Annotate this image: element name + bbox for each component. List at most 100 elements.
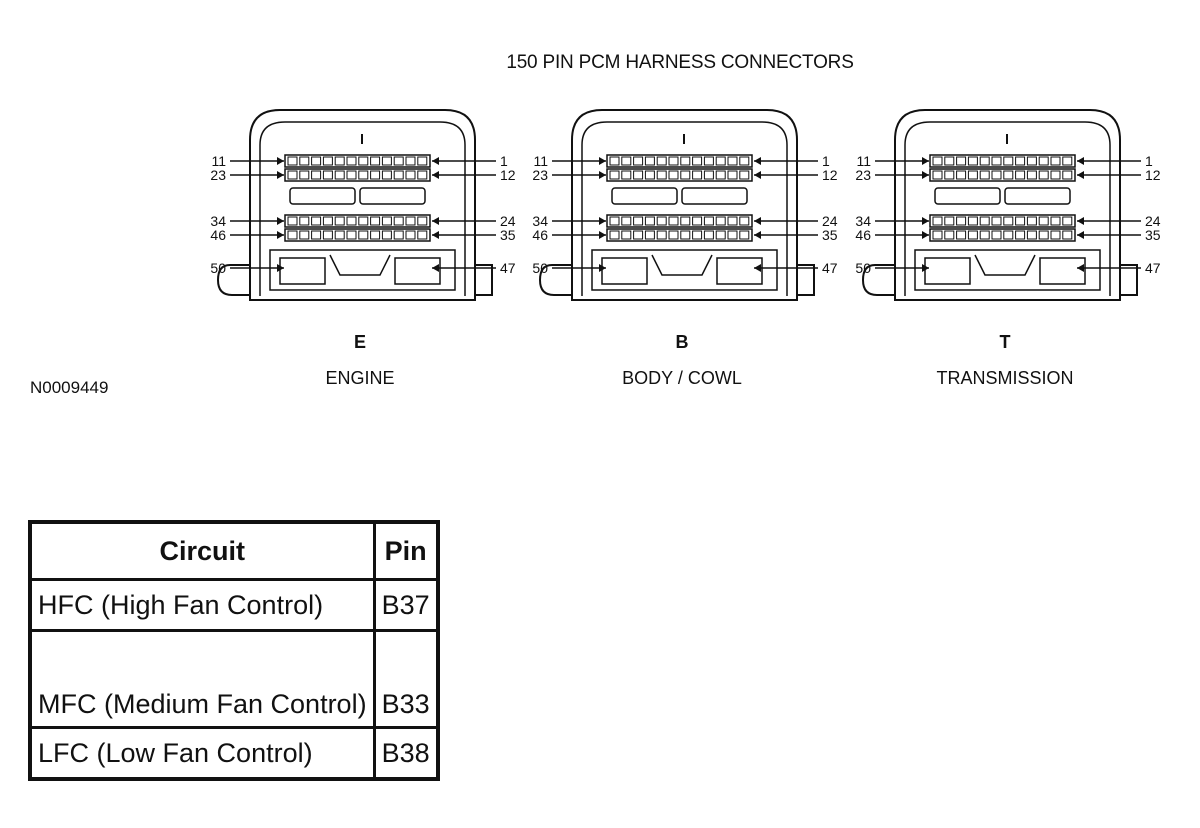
pin-number-label: 12 xyxy=(1145,167,1161,183)
pin-cavity xyxy=(609,216,620,226)
power-section xyxy=(269,249,456,291)
pin-number-label: 35 xyxy=(1145,227,1161,243)
arrowhead xyxy=(599,171,606,179)
pin-cavity xyxy=(932,216,943,226)
connector-letter: E xyxy=(353,332,366,352)
pin-number-label: 46 xyxy=(532,227,548,243)
arrowhead xyxy=(1077,217,1084,225)
pin-number-label: 1 xyxy=(500,153,508,169)
pin-cavity xyxy=(287,230,298,240)
pin-cavity xyxy=(656,170,667,180)
pin-cell: B33 xyxy=(372,629,440,729)
pin-cavity xyxy=(1003,170,1014,180)
pin-cavity xyxy=(1038,230,1049,240)
arrowhead xyxy=(432,231,439,239)
arrowhead xyxy=(432,217,439,225)
arrowhead xyxy=(1077,157,1084,165)
pin-cavity xyxy=(1050,216,1061,226)
connector-inner-wall xyxy=(259,121,466,296)
connector-shell xyxy=(894,109,1121,301)
pin-cavity xyxy=(944,156,955,166)
pin-cavity xyxy=(739,230,750,240)
pin-cavity xyxy=(358,156,369,166)
pin-cavity xyxy=(1062,230,1073,240)
pin-cavity xyxy=(1026,156,1037,166)
power-section xyxy=(914,249,1101,291)
connector-flange xyxy=(216,264,493,296)
pin-cavity xyxy=(381,156,392,166)
pin-cavity xyxy=(932,156,943,166)
power-section xyxy=(591,249,778,291)
pin-cavity xyxy=(967,170,978,180)
pin-cavity xyxy=(991,216,1002,226)
pin-cavity xyxy=(1050,230,1061,240)
pin-cavity xyxy=(405,156,416,166)
pin-cavity xyxy=(1015,216,1026,226)
pin-number-label: 35 xyxy=(822,227,838,243)
pin-number-label: 12 xyxy=(822,167,838,183)
pin-cavity xyxy=(405,216,416,226)
pin-cavity xyxy=(703,170,714,180)
pin-cavity xyxy=(609,230,620,240)
pin-cavity xyxy=(1050,170,1061,180)
pin-cavity xyxy=(979,156,990,166)
pin-number-label: 24 xyxy=(500,213,516,229)
pin-cavity xyxy=(656,216,667,226)
pin-cavity xyxy=(393,170,404,180)
pin-cavity xyxy=(703,230,714,240)
pin-cavity xyxy=(609,156,620,166)
pin-number-label: 47 xyxy=(822,260,838,276)
circuit-pin-table: Circuit Pin HFC (High Fan Control) B37 M… xyxy=(28,520,440,781)
pin-cavity xyxy=(956,156,967,166)
pin-cavity xyxy=(311,230,322,240)
pin-cavity xyxy=(739,170,750,180)
arrowhead xyxy=(599,217,606,225)
pin-cavity xyxy=(1015,156,1026,166)
pin-cavity xyxy=(393,156,404,166)
arrowhead xyxy=(922,217,929,225)
blank-slot xyxy=(359,187,426,205)
arrowhead xyxy=(754,217,761,225)
power-pin-block xyxy=(716,257,763,285)
arrowhead xyxy=(922,231,929,239)
pin-cavity xyxy=(609,170,620,180)
pin-cavity xyxy=(703,216,714,226)
arrowhead xyxy=(1077,231,1084,239)
pin-number-label: 1 xyxy=(822,153,830,169)
pin-cavity xyxy=(727,216,738,226)
pin-cavity xyxy=(668,170,679,180)
pin-cavity xyxy=(680,170,691,180)
pin-cavity xyxy=(1026,216,1037,226)
pin-cavity xyxy=(287,170,298,180)
pin-cavity xyxy=(956,216,967,226)
pin-cavity xyxy=(1003,230,1014,240)
pin-cavity xyxy=(370,216,381,226)
connector-inner-wall xyxy=(904,121,1111,296)
arrowhead xyxy=(277,157,284,165)
connector-name: TRANSMISSION xyxy=(936,368,1074,388)
pin-number-label: 24 xyxy=(1145,213,1161,229)
pin-cavity xyxy=(727,156,738,166)
power-pin-block xyxy=(924,257,971,285)
pin-cavity xyxy=(644,170,655,180)
pin-number-label: 35 xyxy=(500,227,516,243)
arrowhead xyxy=(277,171,284,179)
pin-cavity xyxy=(979,170,990,180)
column-header-circuit: Circuit xyxy=(28,520,376,581)
arrowhead xyxy=(277,217,284,225)
pin-cavity xyxy=(346,170,357,180)
pin-cavity xyxy=(944,170,955,180)
arrowhead xyxy=(922,157,929,165)
pin-cell: B37 xyxy=(372,578,440,632)
pin-cavity xyxy=(287,156,298,166)
pin-cell: B38 xyxy=(372,726,440,781)
table-row: MFC (Medium Fan Control) B33 xyxy=(28,629,440,729)
pin-cavity xyxy=(739,156,750,166)
arrowhead xyxy=(1077,171,1084,179)
pin-cavity xyxy=(633,170,644,180)
pin-cavity xyxy=(692,230,703,240)
